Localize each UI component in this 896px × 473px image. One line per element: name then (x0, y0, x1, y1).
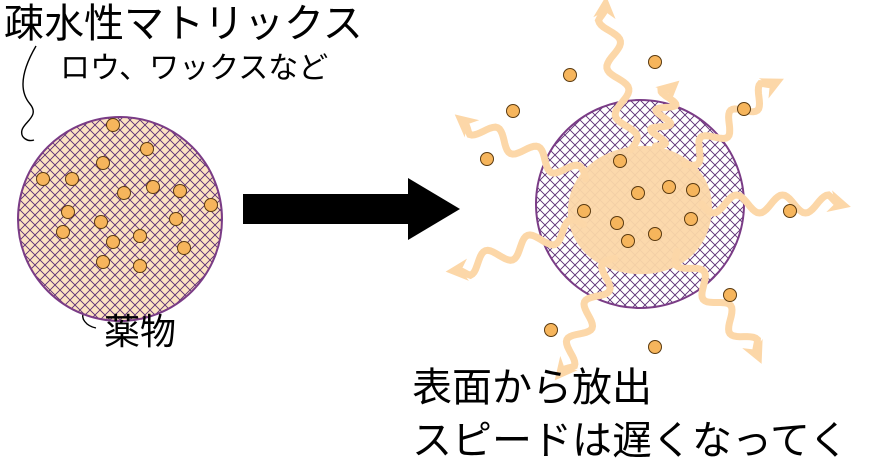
release-wave-arrow-icon (671, 247, 763, 364)
release-wave-arrow-icon (698, 190, 851, 217)
drug-particle-icon (737, 102, 751, 116)
drug-particle-icon (686, 183, 700, 197)
drug-particle-icon (648, 227, 662, 241)
process-arrow-icon (243, 178, 460, 240)
release-caption-line2: スピードは遅くなってく (412, 418, 849, 464)
drug-particle-icon (648, 55, 662, 69)
drug-particle-icon (621, 234, 635, 248)
release-wave-arrow-icon (681, 78, 784, 169)
drug-particle-icon (177, 241, 191, 255)
drug-particle-icon (783, 204, 797, 218)
drug-particle-icon (96, 255, 110, 269)
drug-particle-icon (133, 259, 147, 273)
drug-particle-icon (684, 212, 698, 226)
drug-particle-icon (173, 184, 187, 198)
drug-particle-icon (169, 212, 183, 226)
drug-particle-icon (56, 225, 70, 239)
release-caption-line1: 表面から放出 (412, 365, 652, 411)
drug-particle-icon (723, 288, 737, 302)
drug-particle-icon (61, 205, 75, 219)
drug-particle-icon (648, 340, 662, 354)
matrix-particle-after (535, 99, 745, 309)
drug-particle-icon (146, 180, 160, 194)
drug-particle-icon (631, 186, 645, 200)
drug-particle-icon (96, 156, 110, 170)
drug-particles-left (36, 118, 218, 273)
drug-particle-icon (65, 172, 79, 186)
release-wave-arrow-icon (593, 0, 641, 154)
release-wave-arrow-icon (445, 216, 588, 281)
drug-particle-icon (140, 142, 154, 156)
drug-particle-icon (544, 323, 558, 337)
release-wave-arrow-icon (454, 114, 590, 183)
drug-particle-icon (662, 180, 676, 194)
matrix-examples-label: ロウ、ワックスなど (60, 51, 329, 86)
drug-particle-icon (480, 152, 494, 166)
matrix-label: 疎水性マトリックス (4, 1, 363, 47)
drug-particle-icon (204, 198, 218, 212)
drug-particle-icon (577, 204, 591, 218)
drug-particle-icon (36, 172, 50, 186)
matrix-label-connector (20, 45, 37, 142)
drug-particle-icon (106, 235, 120, 249)
release-wave-arrows (445, 0, 851, 381)
drug-particle-icon (133, 229, 147, 243)
drug-particle-icon (94, 215, 108, 229)
drug-particle-icon (506, 104, 520, 118)
drug-particle-icon (613, 154, 627, 168)
drug-particle-icon (610, 216, 624, 230)
drug-particles-right (480, 55, 797, 354)
release-wave-arrow-icon (554, 254, 619, 381)
drug-particle-icon (117, 186, 131, 200)
drug-label: 薬物 (104, 312, 177, 353)
release-wave-arrow-icon (646, 80, 680, 150)
matrix-particle-before (17, 116, 223, 322)
drug-particle-icon (106, 118, 120, 132)
drug-particle-icon (563, 68, 577, 82)
